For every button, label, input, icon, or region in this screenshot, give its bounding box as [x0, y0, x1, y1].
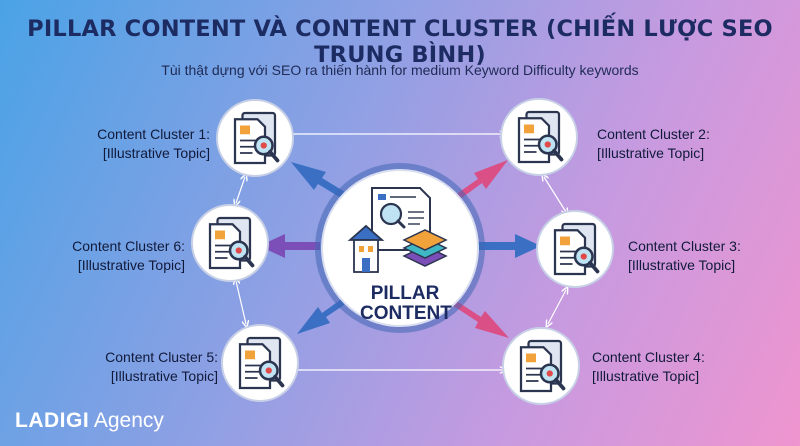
pillar-label-line1: PILLAR [370, 283, 440, 304]
document-search-icon [238, 336, 285, 390]
cluster-4-topic: [Illustrative Topic] [592, 368, 700, 384]
cluster-1-title: Content Cluster 1: [97, 126, 210, 142]
cluster-6-topic: [Illustrative Topic] [77, 257, 185, 273]
page-subtitle: Tùi thật dựng với SEO ra thiến hành for … [161, 62, 639, 78]
arrow-to-cluster-6 [259, 234, 320, 258]
document-search-icon [208, 216, 255, 270]
pillar-label: PILLAR CONTENT [360, 283, 452, 324]
page-title: PILLAR CONTENT VÀ CONTENT CLUSTER (CHIẾN… [27, 16, 773, 68]
cluster-node-6 [191, 204, 269, 282]
ring-connectors [236, 134, 566, 370]
connector-6-5 [236, 281, 246, 324]
arrow-to-cluster-4 [452, 300, 509, 338]
cluster-3-title: Content Cluster 3: [628, 238, 741, 254]
connector-2-3 [544, 177, 566, 212]
cluster-node-2 [500, 98, 578, 176]
pillar-illustration-icon [347, 187, 448, 273]
document-gear-icon [519, 339, 566, 393]
document-search-icon [233, 111, 280, 165]
cluster-5-topic: [Illustrative Topic] [110, 368, 218, 384]
cluster-node-1 [216, 99, 294, 177]
cluster-4-label: Content Cluster 4: [Illustrative Topic] [592, 348, 705, 386]
cluster-3-label: Content Cluster 3: [Illustrative Topic] [628, 237, 741, 275]
cluster-node-4 [502, 327, 580, 405]
cluster-2-label: Content Cluster 2: [Illustrative Topic] [597, 125, 710, 163]
cluster-1-topic: [Illustrative Topic] [102, 145, 210, 161]
cluster-5-label: Content Cluster 5: [Illustrative Topic] [40, 348, 218, 386]
brand-name: LADIGI [15, 409, 90, 432]
pillar-label-line2: CONTENT [360, 303, 452, 324]
brand-logo: LADIGI Agency [15, 409, 164, 433]
document-search-icon [553, 222, 600, 276]
radial-arrows [259, 160, 541, 338]
brand-suffix: Agency [93, 409, 164, 432]
cluster-2-topic: [Illustrative Topic] [597, 145, 705, 161]
connector-1-6 [236, 177, 245, 203]
arrow-to-cluster-5 [297, 298, 347, 334]
pillar-hub [315, 163, 485, 333]
cluster-1-label: Content Cluster 1: [Illustrative Topic] [40, 125, 210, 163]
arrow-to-cluster-3 [478, 234, 541, 258]
cluster-4-title: Content Cluster 4: [592, 349, 705, 365]
cluster-node-3 [536, 210, 614, 288]
cluster-2-title: Content Cluster 2: [597, 126, 710, 142]
document-gear-icon [517, 110, 564, 164]
cluster-node-5 [221, 324, 299, 402]
cluster-6-label: Content Cluster 6: [Illustrative Topic] [10, 237, 185, 275]
cluster-3-topic: [Illustrative Topic] [628, 257, 736, 273]
connector-3-4 [548, 290, 566, 324]
cluster-6-title: Content Cluster 6: [72, 238, 185, 254]
arrow-to-cluster-1 [291, 162, 345, 198]
arrow-to-cluster-2 [455, 160, 508, 200]
cluster-5-title: Content Cluster 5: [105, 349, 218, 365]
